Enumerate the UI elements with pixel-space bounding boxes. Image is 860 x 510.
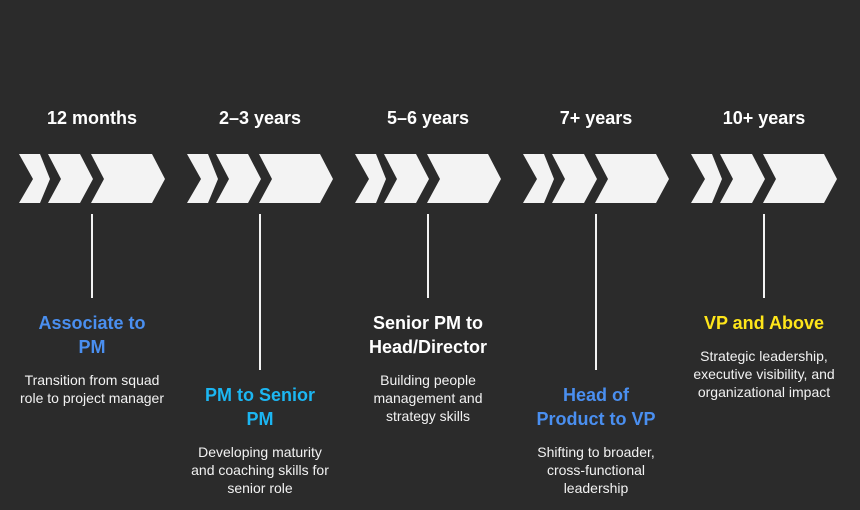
- chevron-arrow-icon: [384, 154, 429, 203]
- stage-duration: 10+ years: [722, 108, 806, 128]
- stage-card: Associate to PM Transition from squad rol…: [8, 311, 176, 407]
- stage-description: Strategic leadership, executive visibili…: [693, 348, 835, 400]
- stage-description: Shifting to broader, cross-functional le…: [537, 444, 655, 496]
- stage-duration: 2–3 years: [218, 108, 302, 128]
- chevron-arrow-icon: [48, 154, 93, 203]
- chevron-arrow-icon: [259, 154, 333, 203]
- stage-description: Building people management and strategy …: [373, 372, 483, 424]
- chevron-arrow-icon: [91, 154, 165, 203]
- stage-duration: 5–6 years: [386, 108, 470, 128]
- chevron-arrow-icon: [216, 154, 261, 203]
- stage-card: PM to Senior PM Developing maturity and c…: [176, 383, 344, 497]
- chevron-arrow-icon: [427, 154, 501, 203]
- stage-description: Developing maturity and coaching skills …: [191, 444, 329, 496]
- chevron-arrow-icon: [691, 154, 722, 203]
- stage-title: VP and Above: [703, 313, 825, 333]
- stage-card: Head of Product to VP Shifting to broader…: [512, 383, 680, 497]
- stage-title: Associate to PM: [38, 313, 146, 357]
- stage-description: Transition from squad role to project ma…: [20, 372, 164, 406]
- chevron-arrow-icon: [187, 154, 218, 203]
- stage-duration: 7+ years: [559, 108, 633, 128]
- chevron-arrow-icon: [720, 154, 765, 203]
- chevron-arrow-icon: [355, 154, 386, 203]
- stage-duration: 12 months: [46, 108, 138, 128]
- chevron-arrow-icon: [19, 154, 50, 203]
- stage-title: Head of Product to VP: [536, 385, 656, 429]
- chevron-arrow-icon: [763, 154, 837, 203]
- stage-title: Senior PM to Head/Director: [368, 313, 488, 357]
- chevron-arrow-icon: [552, 154, 597, 203]
- chevron-arrow-icon: [523, 154, 554, 203]
- chevron-arrow-icon: [595, 154, 669, 203]
- stage-title: PM to Senior PM: [204, 385, 315, 429]
